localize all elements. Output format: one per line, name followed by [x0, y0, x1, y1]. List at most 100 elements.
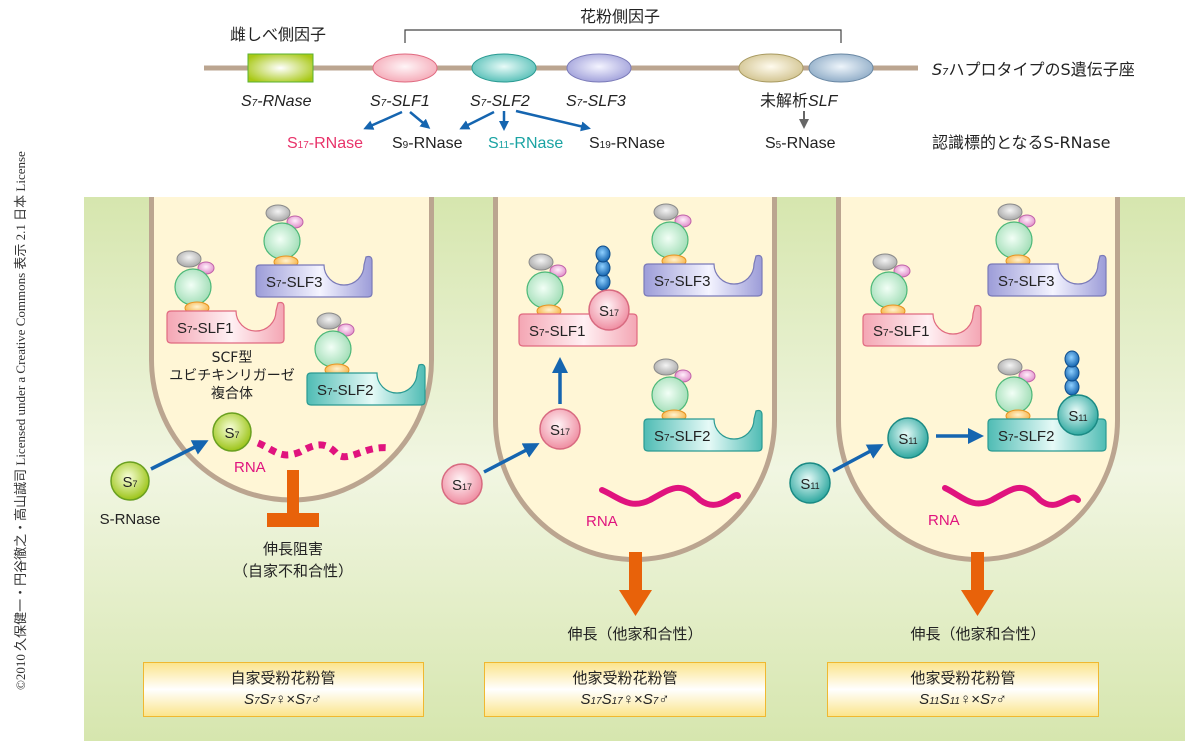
scf-label-line-3: 複合体	[211, 385, 253, 402]
target-s11-rnase: S11-RNase	[488, 135, 563, 152]
target-title: 認識標的となるS-RNase	[932, 133, 1111, 152]
scf-label-line-2: ユビチキンリガーゼ	[169, 368, 295, 384]
slf-slf3-label: S7-SLF3	[998, 273, 1054, 290]
caption-box-cross-s17: 他家受粉花粉管 S17S17♀×S7♂	[484, 662, 766, 717]
bound-s-rnase-label: S17	[599, 303, 619, 320]
slf-slf3-complex: S7-SLF3	[255, 204, 373, 298]
slf-slf2-label: S7-SLF2	[654, 428, 710, 445]
s11-rnase-inside	[887, 417, 929, 459]
slf-slf2-body	[643, 409, 763, 452]
cullin-subunit	[263, 222, 301, 260]
caption-cross: S17S17♀×S7♂	[580, 691, 669, 708]
caption-title: 他家受粉花粉管	[910, 669, 1015, 687]
gene-s7-slf1	[372, 53, 438, 83]
skp1-subunit	[653, 358, 679, 376]
skp1-subunit	[997, 358, 1023, 376]
slf-slf1-label: S7-SLF1	[873, 323, 929, 340]
tube3-annotations: S11 S11 RNA 伸長（他家和合性）	[789, 417, 1081, 643]
ubiquitin	[595, 245, 611, 263]
caption-box-cross-s11: 他家受粉花粉管 S11S11♀×S7♂	[827, 662, 1099, 717]
cullin-subunit	[174, 268, 212, 306]
s11-rnase-inside-label: S11	[898, 431, 917, 448]
growth-arrow-head	[619, 590, 652, 616]
growth-arrow-stem	[971, 552, 984, 592]
arrow-slf1-to-s9	[409, 111, 431, 129]
cullin-subunit	[314, 330, 352, 368]
gene-s7-rnase	[247, 53, 314, 83]
outcome-line-2: （自家不和合性）	[233, 562, 353, 580]
ubiquitin	[1064, 350, 1080, 368]
skp1-subunit	[872, 253, 898, 271]
caption-title: 自家受粉花粉管	[230, 669, 335, 687]
cullin-subunit	[995, 376, 1033, 414]
caption-title: 他家受粉花粉管	[572, 669, 677, 687]
cullin-subunit	[651, 376, 689, 414]
s-rnase-label: S-RNase	[100, 511, 161, 528]
s-locus-section: 雌しべ側因子 花粉側因子 S7-RNase S7-SLF1 S7-SLF2 S7…	[204, 7, 1135, 152]
s7-rnase-outside	[110, 461, 150, 501]
credit-text: ©2010 久保健一・円谷徹之・高山誠司 Licensed under a Cr…	[13, 151, 28, 690]
gene-label-s7-slf2: S7-SLF2	[470, 93, 530, 110]
arrow-slf1-to-s17	[363, 110, 403, 130]
slf-slf1-body	[166, 301, 285, 344]
gene-s7-slf2	[471, 53, 537, 83]
bound-s-rnase	[588, 289, 630, 331]
gene-label-s7-rnase: S7-RNase	[241, 93, 312, 110]
degraded-rna	[256, 439, 391, 461]
growth-arrow-head	[961, 590, 994, 616]
s7-rnase-inside-label: S7	[224, 425, 239, 442]
s7-rnase-inside	[212, 412, 252, 452]
slf-slf2-label: S7-SLF2	[998, 428, 1054, 445]
cullin-subunit	[870, 271, 908, 309]
s17-rnase-outside-label: S17	[452, 477, 472, 494]
slf-slf2-body	[306, 363, 426, 406]
caption-cross: S11S11♀×S7♂	[919, 691, 1007, 708]
slf-slf1-label: S7-SLF1	[177, 320, 233, 337]
pistil-factor-label: 雌しべ側因子	[230, 25, 326, 44]
pollen-factor-bracket	[404, 29, 842, 43]
uptake-arrow	[483, 443, 540, 474]
outcome-line-1: 伸長（他家和合性）	[567, 625, 702, 643]
cullin-subunit	[995, 221, 1033, 259]
s17-rnase-inside-label: S17	[550, 422, 570, 439]
cullin-subunit	[651, 221, 689, 259]
s11-rnase-outside-label: S11	[800, 476, 819, 493]
arrow-slf2-to-s9	[459, 110, 495, 130]
pollen-factor-label: 花粉側因子	[580, 7, 660, 26]
cullin-subunit	[526, 271, 564, 309]
slf-slf1-body	[862, 304, 982, 347]
outcome-line-1: 伸長（他家和合性）	[910, 625, 1045, 643]
credit-line: ©2010 久保健一・円谷徹之・高山誠司 Licensed under a Cr…	[13, 151, 28, 690]
scf-complexes: S7-SLF3S7-SLF1S7-SLF2S7-SLF1S17S7-SLF3S7…	[166, 203, 1107, 452]
gene-unknown-slf-a	[738, 53, 804, 83]
intact-rna	[942, 485, 1081, 508]
rna-label: RNA	[234, 459, 266, 476]
s17-rnase-outside	[441, 463, 483, 505]
arrow-slf2-to-s19	[515, 109, 591, 132]
s11-rnase-outside	[789, 462, 831, 504]
scf-label-line-1: SCF型	[212, 350, 253, 366]
slf-slf3-body	[987, 254, 1107, 297]
gene-label-unknown-slf: 未解析SLF	[760, 91, 839, 110]
slf-slf2-complex: S7-SLF2	[306, 312, 426, 406]
target-s9-rnase: S9-RNase	[392, 135, 463, 152]
rna-label: RNA	[928, 512, 960, 529]
caption-box-self: 自家受粉花粉管 S7S7♀×S7♂	[143, 662, 424, 717]
skp1-subunit	[997, 203, 1023, 221]
skp1-subunit	[265, 204, 291, 222]
caption-box	[827, 662, 1099, 717]
gene-unknown-slf-b	[808, 53, 874, 83]
slf-slf3-complex: S7-SLF3	[643, 203, 763, 297]
caption-box	[143, 662, 424, 717]
s17-rnase-inside	[539, 408, 581, 450]
gene-label-s7-slf3: S7-SLF3	[566, 93, 626, 110]
uptake-arrow	[832, 444, 884, 473]
inhibition-bar-head	[267, 513, 319, 527]
caption-box	[484, 662, 766, 717]
slf-slf2-complex: S7-SLF2	[643, 358, 763, 452]
gene-label-s7-slf1: S7-SLF1	[370, 93, 430, 110]
intact-rna	[599, 484, 741, 508]
slf-slf3-body	[255, 255, 373, 298]
